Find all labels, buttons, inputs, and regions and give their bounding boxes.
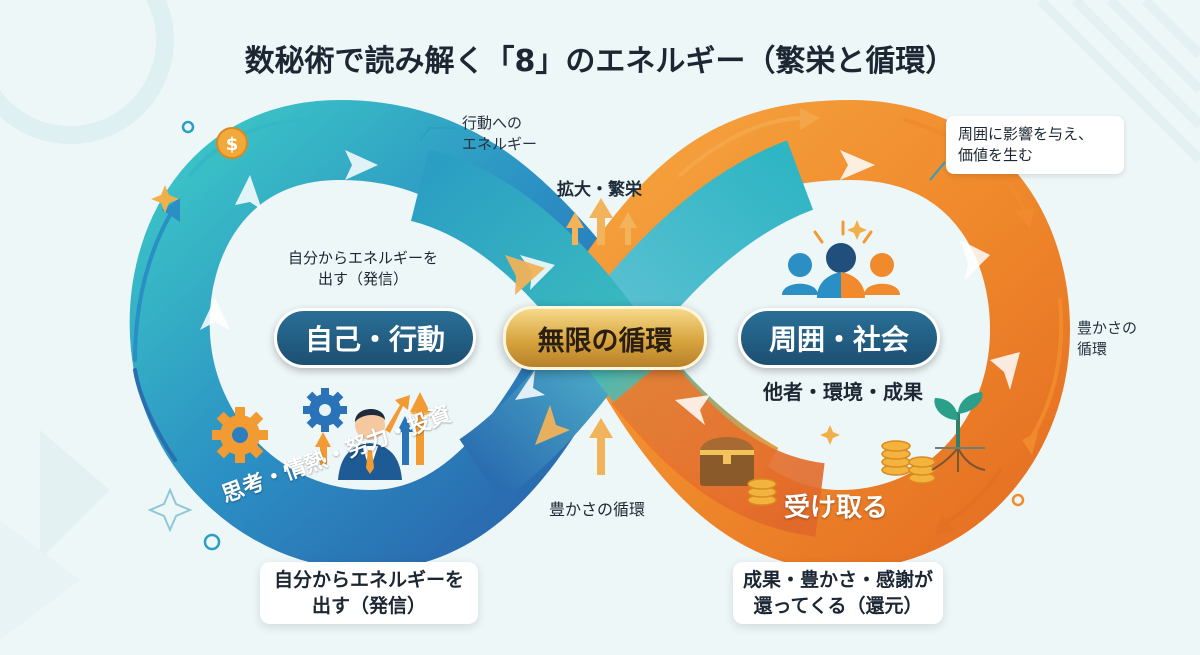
page-title: 数秘術で読み解く「8」のエネルギー（繁栄と循環） <box>244 44 956 79</box>
send-energy-line1: 自分からエネルギーを <box>273 569 464 591</box>
bg-triangle <box>0 520 80 640</box>
influence-line2: 価値を生む <box>958 146 1034 164</box>
coin-stack-icon <box>747 440 936 506</box>
right-band-text: 受け取る <box>784 493 889 523</box>
action-energy-line1: 行動への <box>462 114 523 132</box>
action-energy-note: 行動への エネルギー <box>462 113 537 155</box>
abundance-side-line1: 豊かさの <box>1077 319 1138 337</box>
dollar-coin-icon: $ <box>216 127 248 159</box>
flow-arrows-gold <box>505 255 570 445</box>
bg-circle <box>0 0 174 144</box>
decor-ring <box>1011 493 1025 507</box>
send-energy-line2: 出す（発信） <box>311 595 426 617</box>
influence-line1: 周囲に影響を与え、 <box>958 125 1094 143</box>
action-energy-line2: エネルギー <box>462 135 538 153</box>
svg-text:$: $ <box>226 134 239 155</box>
bg-triangle <box>40 430 110 560</box>
right-subtitle: 他者・環境・成果 <box>763 380 923 404</box>
return-line2: 還ってくる（還元） <box>753 595 923 617</box>
abundance-cycle-label: 豊かさの循環 <box>549 500 646 519</box>
connector-line <box>929 161 946 181</box>
businessman-icon <box>338 408 402 480</box>
abundance-side-line2: 循環 <box>1077 340 1108 358</box>
return-line1: 成果・豊かさ・感謝が <box>742 569 933 591</box>
return-callout: 成果・豊かさ・感謝が 還ってくる（還元） <box>733 562 943 624</box>
treasure-chest-icon <box>700 437 754 486</box>
outer-guide-arrows <box>133 116 1064 527</box>
surroundings-society-pill: 周囲・社会 <box>738 308 940 368</box>
bg-stripes <box>1036 0 1200 164</box>
influence-callout: 周囲に影響を与え、 価値を生む <box>946 116 1124 174</box>
decor-ring <box>203 533 221 551</box>
expansion-arrows <box>566 198 637 475</box>
connector-line <box>419 127 455 141</box>
left-inner-line1: 自分からエネルギーを <box>288 249 439 267</box>
sprout-icon <box>931 392 986 472</box>
send-energy-callout: 自分からエネルギーを 出す（発信） <box>260 562 478 624</box>
left-inner-note: 自分からエネルギーを 出す（発信） <box>288 248 438 290</box>
sparkle-icon <box>147 487 193 533</box>
self-action-pill: 自己・行動 <box>274 308 476 368</box>
decor-ring <box>181 120 195 134</box>
rising-arrows-icon <box>315 392 430 465</box>
gear-icon <box>212 407 268 463</box>
expansion-label: 拡大・繁栄 <box>557 180 642 200</box>
people-group-icon <box>782 220 900 298</box>
outer-guide-arrowheads <box>162 108 1038 535</box>
abundance-side-note: 豊かさの 循環 <box>1077 318 1137 360</box>
left-inner-line2: 出す（発信） <box>318 270 409 288</box>
infinite-cycle-pill: 無限の循環 <box>503 306 707 370</box>
gear-icon <box>303 388 347 432</box>
